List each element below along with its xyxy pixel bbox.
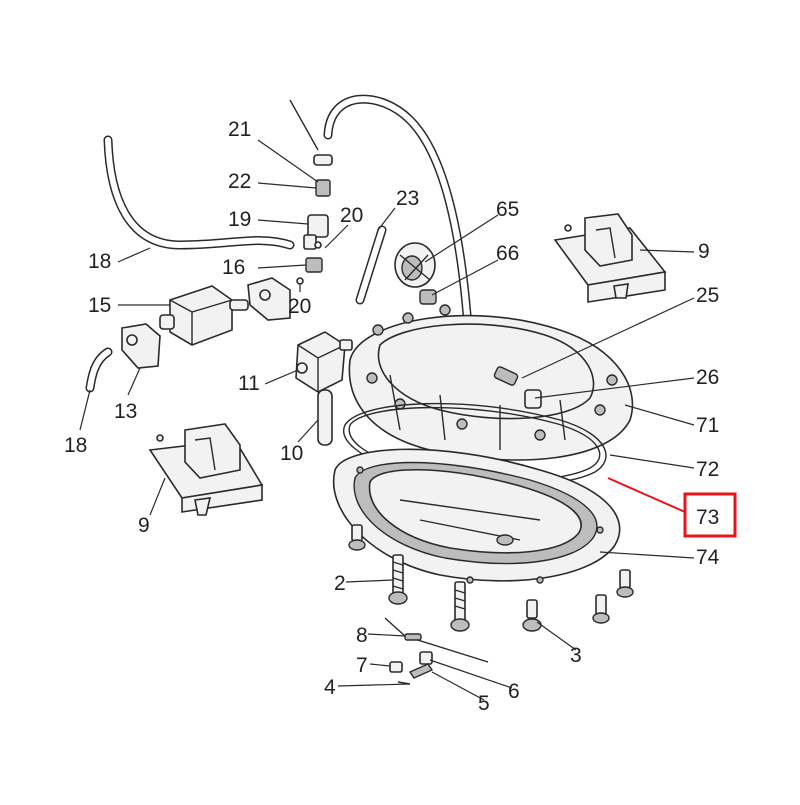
- fitting-22-connector: [315, 179, 331, 197]
- mount-block-9-right: [553, 213, 667, 303]
- callout-labels: 21 22 19 20 16 20 18 15 13 18 11 10 9 23…: [64, 118, 720, 715]
- callout-label: 2: [334, 572, 346, 595]
- screw-2-small: [348, 524, 366, 551]
- callout-label: 20: [340, 204, 363, 227]
- callout-label: 9: [698, 240, 710, 263]
- callout-label: 5: [478, 692, 490, 715]
- callout-label-highlighted: 73: [696, 506, 719, 529]
- hose-top-left-segment: [289, 99, 319, 151]
- callout-label: 16: [222, 256, 245, 279]
- tank-lid-housing: [348, 304, 634, 461]
- callout-label: 22: [228, 170, 251, 193]
- callout-label: 18: [64, 434, 87, 457]
- callout-label: 10: [280, 442, 303, 465]
- callout-label: 23: [396, 187, 419, 210]
- callout-label: 21: [228, 118, 251, 141]
- screw-center: [450, 581, 470, 632]
- hose-18-upper: [103, 135, 295, 250]
- callout-label: 9: [138, 514, 150, 537]
- sensor-parts-7-6: [389, 651, 434, 685]
- callout-label: 72: [696, 458, 719, 481]
- callout-label: 4: [324, 676, 336, 699]
- highlight-leader-73: [607, 477, 686, 513]
- tube-23: [355, 225, 387, 305]
- callout-label: 6: [508, 680, 520, 703]
- hose-long-top: [323, 94, 475, 365]
- sensor-8: [384, 617, 489, 663]
- callout-label: 26: [696, 366, 719, 389]
- fitting-21-clip: [313, 154, 333, 166]
- mount-block-9-left: [148, 423, 264, 516]
- fitting-16-elbow: [305, 257, 323, 273]
- leader-lines: [79, 139, 695, 701]
- callout-label: 66: [496, 242, 519, 265]
- screw-2: [388, 554, 408, 605]
- callout-label: 71: [696, 414, 719, 437]
- fitting-66: [419, 289, 437, 305]
- highlight-box-73: [683, 492, 737, 538]
- callout-label: 11: [238, 372, 260, 395]
- callout-label: 65: [496, 198, 519, 221]
- bracket-13: [121, 323, 161, 369]
- valve-11: [295, 331, 353, 393]
- fitting-19-tee: [303, 214, 329, 250]
- oring-20-b: [296, 277, 304, 285]
- callout-label: 15: [88, 294, 111, 317]
- base-tray-74: [332, 448, 621, 584]
- solenoid-valve-15: [159, 285, 249, 346]
- bracket-upper: [247, 277, 291, 321]
- callout-label: 18: [88, 250, 111, 273]
- callout-label: 25: [696, 284, 719, 307]
- callout-label: 74: [696, 546, 720, 569]
- hose-18-lower: [85, 347, 113, 393]
- callout-label: 13: [114, 400, 137, 423]
- screw-right-a: [592, 594, 610, 624]
- callout-label: 8: [356, 624, 368, 647]
- callout-label: 20: [288, 295, 311, 318]
- screw-right-b: [616, 569, 634, 598]
- oring-20-a: [314, 241, 322, 249]
- pump-65: [394, 242, 436, 288]
- callout-label: 19: [228, 208, 251, 231]
- callout-label: 3: [570, 644, 582, 667]
- tube-10: [317, 389, 333, 446]
- screw-3: [522, 599, 542, 632]
- callout-label: 7: [356, 654, 368, 677]
